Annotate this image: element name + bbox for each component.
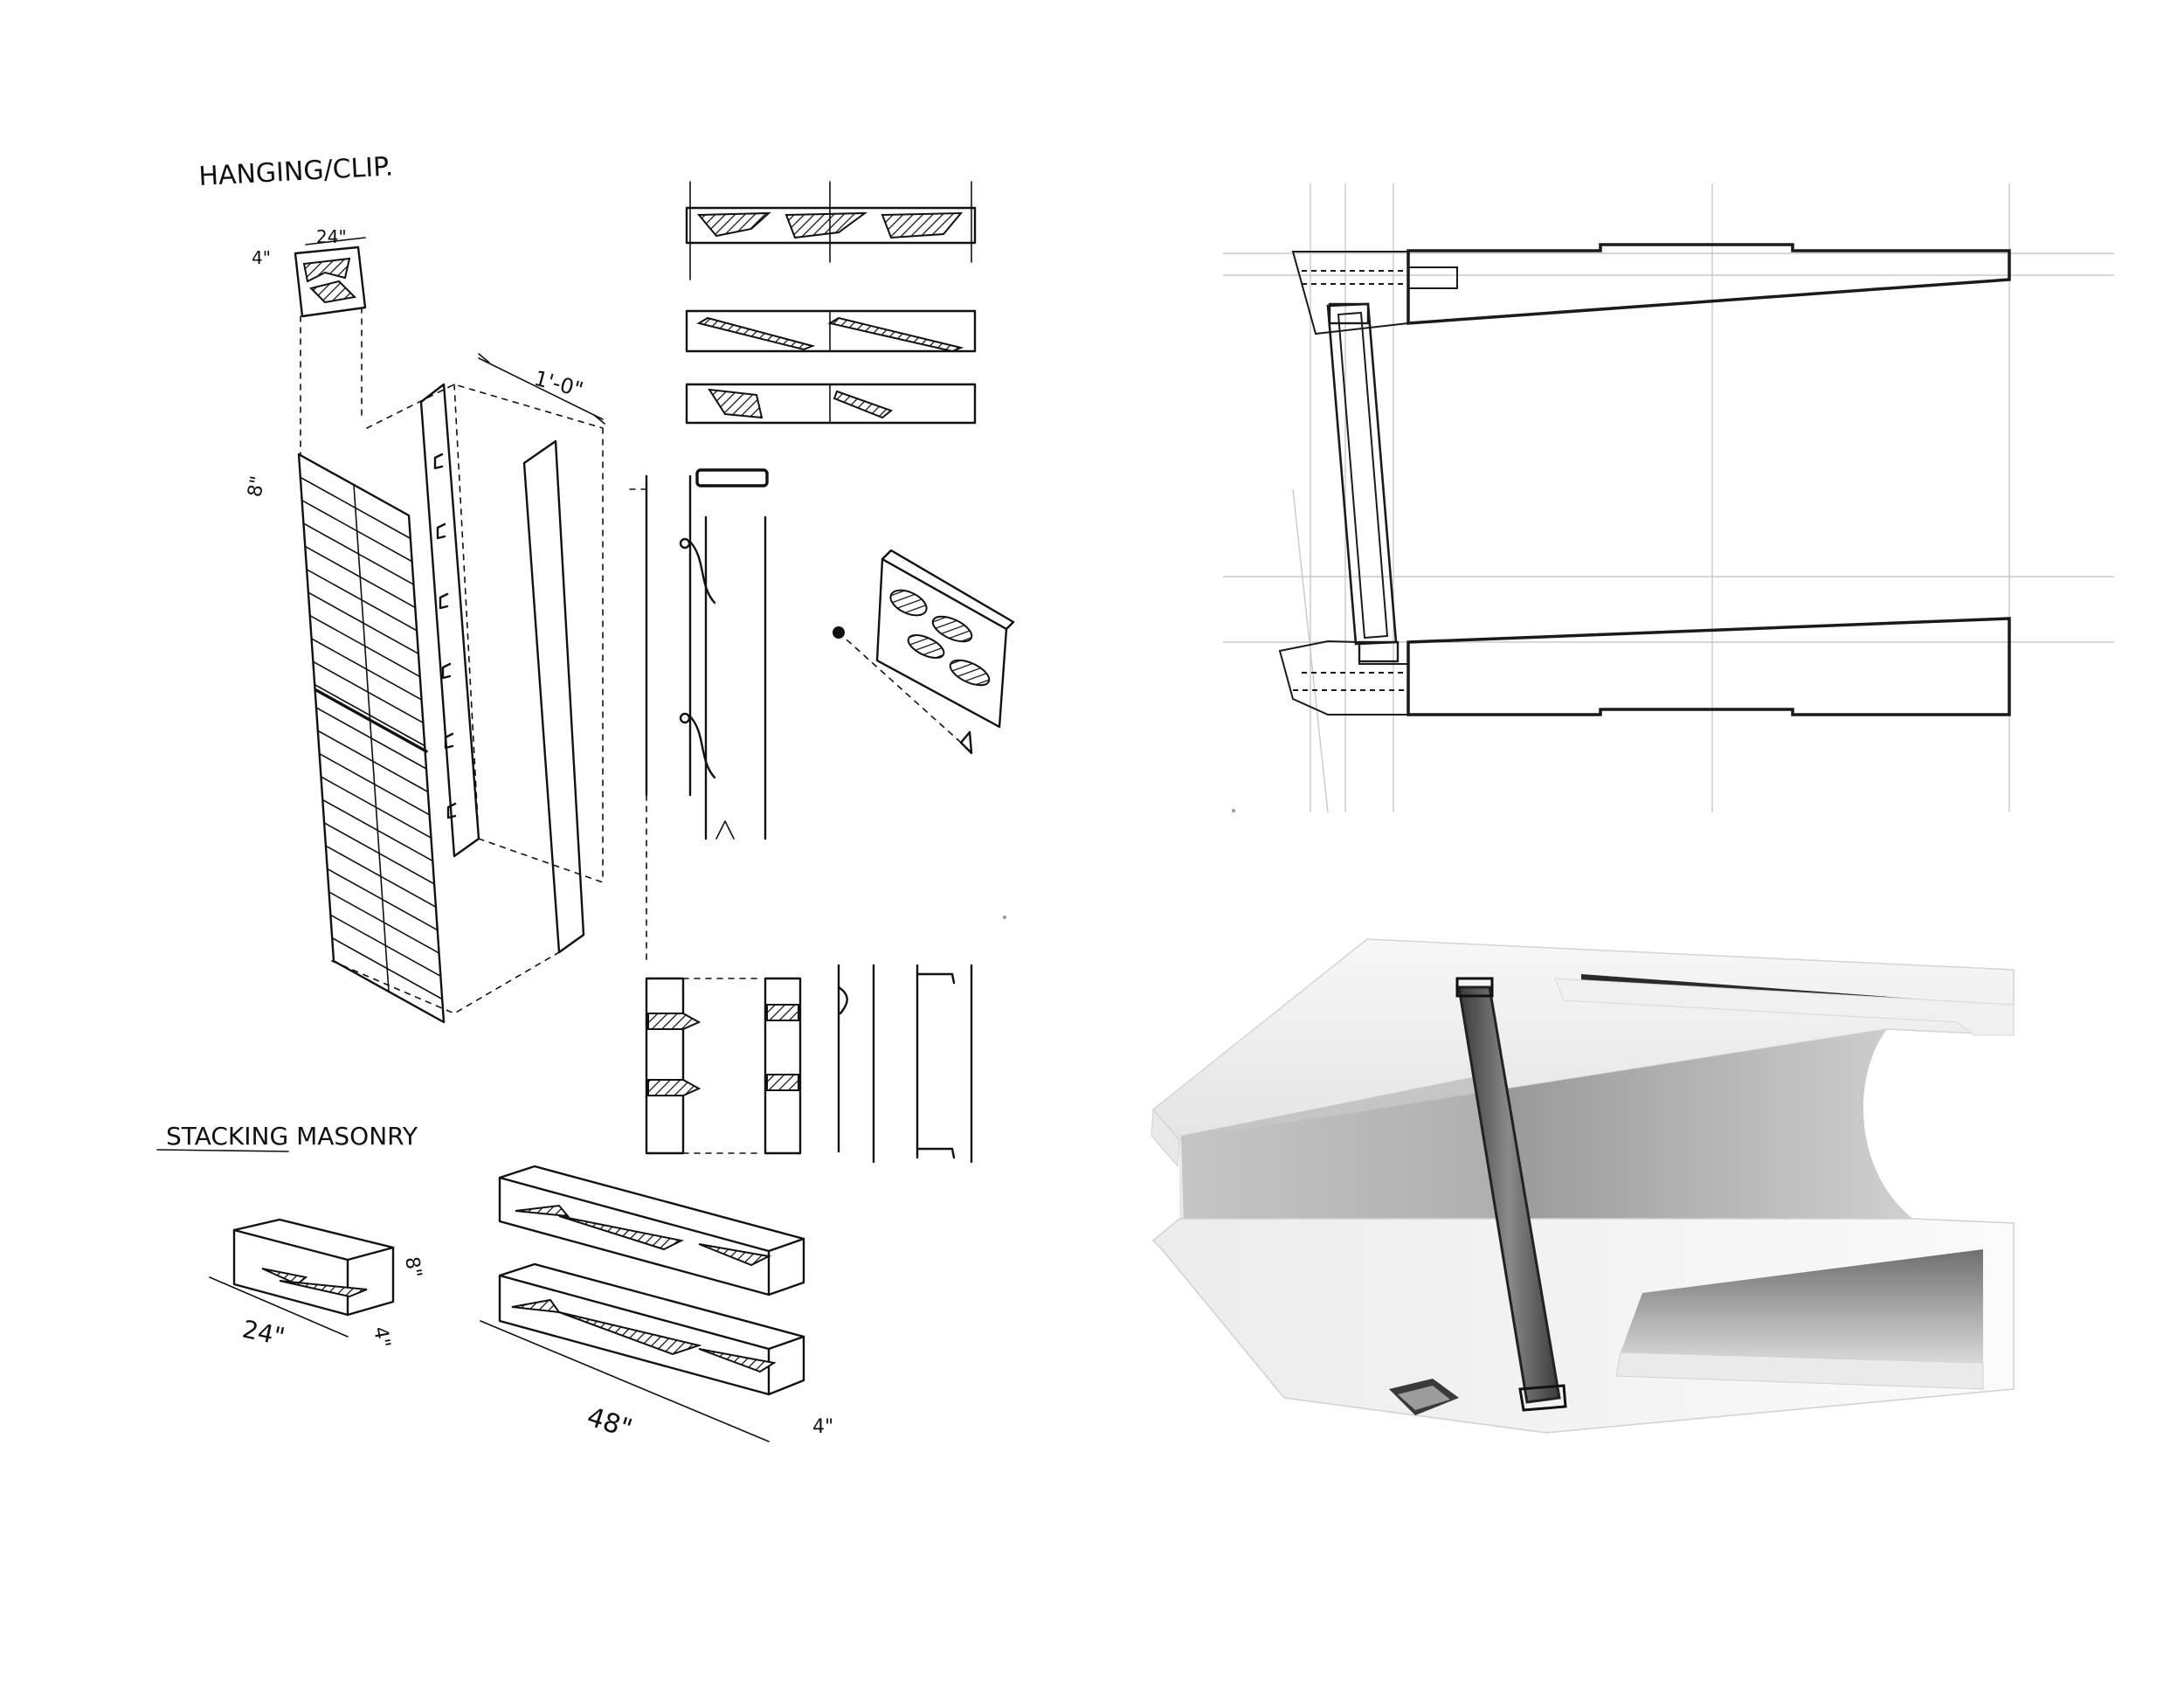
- dim-4-block: 4": [369, 1325, 394, 1350]
- stacking-title: STACKING MASONRY: [166, 1122, 418, 1151]
- clip-tab: [439, 592, 449, 610]
- section-strips-sketch: [685, 181, 977, 425]
- panel-assembly-sketch: 8" 1'-0": [245, 353, 605, 1024]
- dim-48-block: 48": [584, 1401, 636, 1444]
- dim-8-panel: 8": [245, 474, 270, 499]
- hanging-clip-sketch: HANGING/CLIP. 24" 4" 8": [198, 151, 1015, 1164]
- clip-detail-sketch: 24" 4": [252, 226, 367, 455]
- small-block-sketch: 24" 8" 4": [209, 1218, 425, 1352]
- iso-block-sketch: [833, 549, 1015, 755]
- cad-section-drawing: [1223, 156, 2114, 813]
- stacking-masonry-sketch: STACKING MASONRY 24" 8" 4": [156, 1122, 833, 1445]
- clip-tab: [444, 732, 454, 750]
- dim-24-block: 24": [240, 1315, 287, 1352]
- dim-4-long: 4": [812, 1416, 833, 1438]
- dim-4-top: 4": [252, 247, 271, 268]
- hanging-title: HANGING/CLIP.: [198, 151, 394, 192]
- dim-8-block: 8": [400, 1255, 425, 1280]
- render-perspective: [1151, 938, 2015, 1434]
- clip-profile-sketch: [628, 468, 769, 962]
- clip-tab: [446, 802, 457, 819]
- clip-tab: [436, 522, 446, 540]
- clip-tab: [433, 453, 444, 470]
- clip-tab: [441, 662, 452, 680]
- profile-sections-sketch: [645, 964, 973, 1164]
- long-block-sketch: 48" 4": [480, 1165, 833, 1445]
- dim-24-top: 24": [316, 226, 347, 247]
